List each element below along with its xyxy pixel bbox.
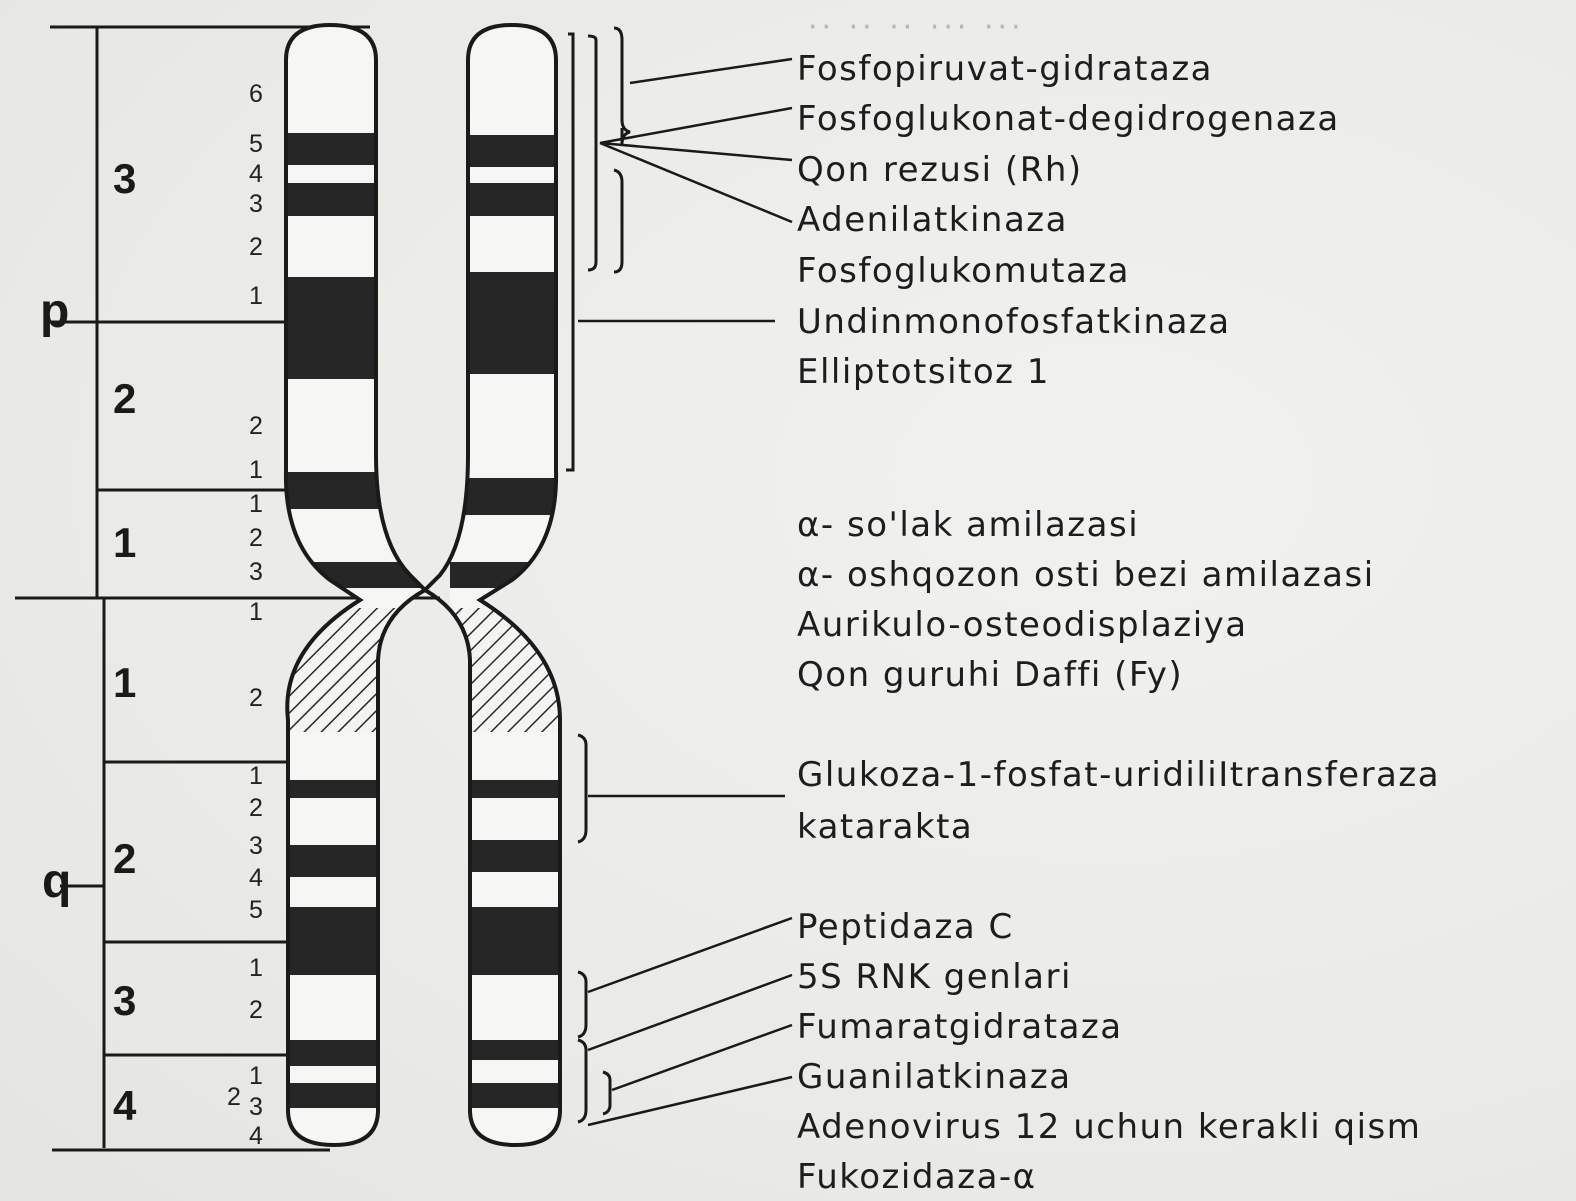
band-label: 2 <box>249 796 263 821</box>
gene-label: Adenovirus 12 uchun kerakli qism <box>797 1110 1421 1144</box>
gene-label: katarakta <box>797 810 973 844</box>
band-label: 3 <box>249 1095 263 1120</box>
band-label: 2 <box>249 998 263 1023</box>
band-label: 1 <box>249 458 263 483</box>
band-label: 3 <box>249 834 263 859</box>
gene-label: Undinmonofosfatkinaza <box>797 305 1231 339</box>
gene-label: Fosfoglukomutaza <box>797 254 1130 288</box>
gene-brackets <box>566 28 630 1122</box>
gene-label: Adenilatkinaza <box>797 203 1068 237</box>
gene-label: α- oshqozon osti bezi amilazasi <box>797 558 1375 592</box>
gene-label: α- so'lak amilazasi <box>797 508 1139 542</box>
band-label: 6 <box>249 82 263 107</box>
band-label: 1 <box>249 1064 263 1089</box>
gene-label: Aurikulo-osteodisplaziya <box>797 608 1248 642</box>
region-label-q1: 1 <box>113 662 136 704</box>
gene-label: Guanilatkinaza <box>797 1060 1072 1094</box>
region-label-p3: 3 <box>113 158 136 200</box>
gene-label: Fosfoglukonat-degidrogenaza <box>797 102 1340 136</box>
leader-lines <box>578 59 792 1125</box>
band-label: 5 <box>249 898 263 923</box>
region-label-p2: 2 <box>113 378 136 420</box>
arm-label-p: p <box>40 288 69 336</box>
band-label: 2 <box>249 414 263 439</box>
band-label: 4 <box>249 162 263 187</box>
gene-label: Peptidaza C <box>797 910 1014 944</box>
band-label: 2 <box>249 526 263 551</box>
gene-label: Elliptotsitoz 1 <box>797 355 1050 389</box>
band-label: 1 <box>249 284 263 309</box>
band-label: 2 <box>227 1085 241 1110</box>
gene-label: Fumaratgidrataza <box>797 1010 1123 1044</box>
gene-label: Glukoza-1-fosfat-uridiliItransferaza <box>797 758 1440 792</box>
band-label: 3 <box>249 192 263 217</box>
gene-label: Fosfopiruvat-gidrataza <box>797 52 1213 86</box>
band-label: 4 <box>249 1124 263 1149</box>
band-label: 1 <box>249 600 263 625</box>
band-label: 1 <box>249 492 263 517</box>
gene-label: 5S RNK genlari <box>797 960 1072 994</box>
band-label: 2 <box>249 686 263 711</box>
band-label: 5 <box>249 132 263 157</box>
gene-label: Qon rezusi (Rh) <box>797 153 1083 187</box>
band-label: 1 <box>249 956 263 981</box>
gene-label: Qon guruhi Daffi (Fy) <box>797 658 1183 692</box>
band-label: 3 <box>249 560 263 585</box>
region-label-q3: 3 <box>113 980 136 1022</box>
arm-label-q: q <box>42 858 71 906</box>
band-label: 4 <box>249 866 263 891</box>
region-label-q2: 2 <box>113 838 136 880</box>
region-label-p1: 1 <box>113 522 136 564</box>
band-label: 1 <box>249 764 263 789</box>
region-label-q4: 4 <box>113 1085 136 1127</box>
gene-label: Fukozidaza-α <box>797 1160 1037 1194</box>
band-label: 2 <box>249 235 263 260</box>
